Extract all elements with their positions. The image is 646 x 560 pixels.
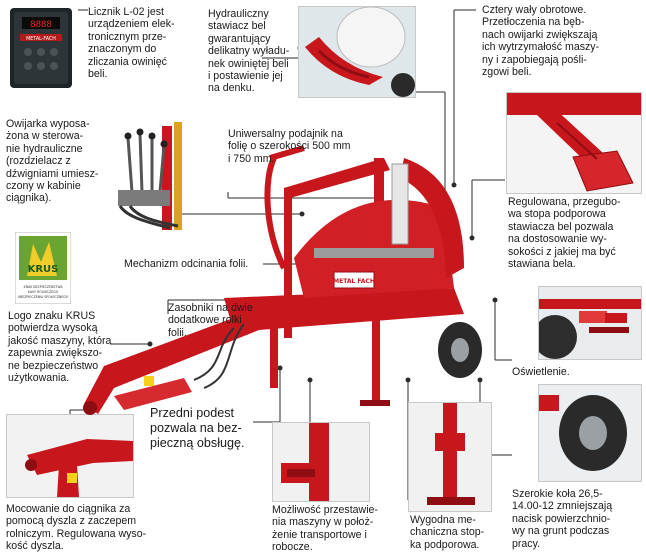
label-zasobniki: Zasobniki na dwie dodatkowe rolki folii. — [168, 302, 253, 339]
machine-plate: METAL FACH — [333, 278, 375, 285]
photo-stopa — [506, 92, 642, 194]
svg-text:ZNAK BEZPIECZEŃSTWA: ZNAK BEZPIECZEŃSTWA — [23, 284, 63, 289]
svg-text:METAL-FACH: METAL-FACH — [26, 36, 56, 42]
label-hydrauliczny-stawiacz: Hydrauliczny stawiacz bel gwarantujący d… — [208, 8, 290, 95]
svg-text:KASY ROLNICZEGO: KASY ROLNICZEGO — [28, 290, 59, 294]
machine-illustration: METAL FACH Z 557 — [74, 118, 494, 418]
label-podest: Przedni podest pozwala na bez- pieczną o… — [150, 406, 245, 450]
svg-text:UBEZPIECZENIA SPOŁECZNEGO: UBEZPIECZENIA SPOŁECZNEGO — [18, 295, 69, 299]
label-wygodna: Wygodna me- chaniczna stop- ka podporowa… — [410, 514, 485, 551]
photo-oswietlenie — [538, 286, 642, 360]
counter-device-icon: 8888 METAL-FACH — [8, 6, 78, 92]
label-mocowanie: Mocowanie do ciągnika za pomocą dyszla z… — [6, 503, 147, 553]
label-kola: Szerokie koła 26,5- 14.00-12 zmniejszają… — [512, 488, 613, 550]
label-owijarka: Owijarka wyposa- żona w sterowa- nie hyd… — [6, 118, 99, 205]
photo-kolo — [538, 384, 642, 482]
label-cztery-waly: Cztery wały obrotowe. Przetłoczenia na b… — [482, 4, 600, 79]
photo-dyszel — [6, 414, 134, 498]
label-licznik: Licznik L-02 jest urządzeniem elek- tron… — [88, 6, 175, 81]
photo-stopka — [408, 402, 492, 512]
photo-bale-stawiacz — [298, 6, 416, 98]
label-krus: Logo znaku KRUS potwierdza wysoką jakość… — [8, 310, 112, 385]
label-oswietlenie: Oświetlenie. — [512, 366, 570, 378]
hydraulic-levers-icon — [108, 118, 198, 230]
label-mechanizm: Mechanizm odcinania folii. — [124, 258, 249, 270]
machine-model: Z 557 — [194, 363, 219, 372]
label-podajnik: Uniwersalny podajnik na folię o szerokoś… — [228, 128, 351, 165]
svg-text:8888: 8888 — [30, 20, 52, 30]
label-stopa: Regulowana, przegubo- wa stopa podporowa… — [508, 196, 621, 271]
photo-transport — [272, 422, 370, 502]
label-mozliwosc: Możliwość przestawie- nia maszyny w poło… — [272, 504, 378, 554]
krus-logo-icon: KRUS ZNAK BEZPIECZEŃSTWA KASY ROLNICZEGO… — [14, 231, 72, 305]
svg-text:KRUS: KRUS — [28, 264, 59, 275]
